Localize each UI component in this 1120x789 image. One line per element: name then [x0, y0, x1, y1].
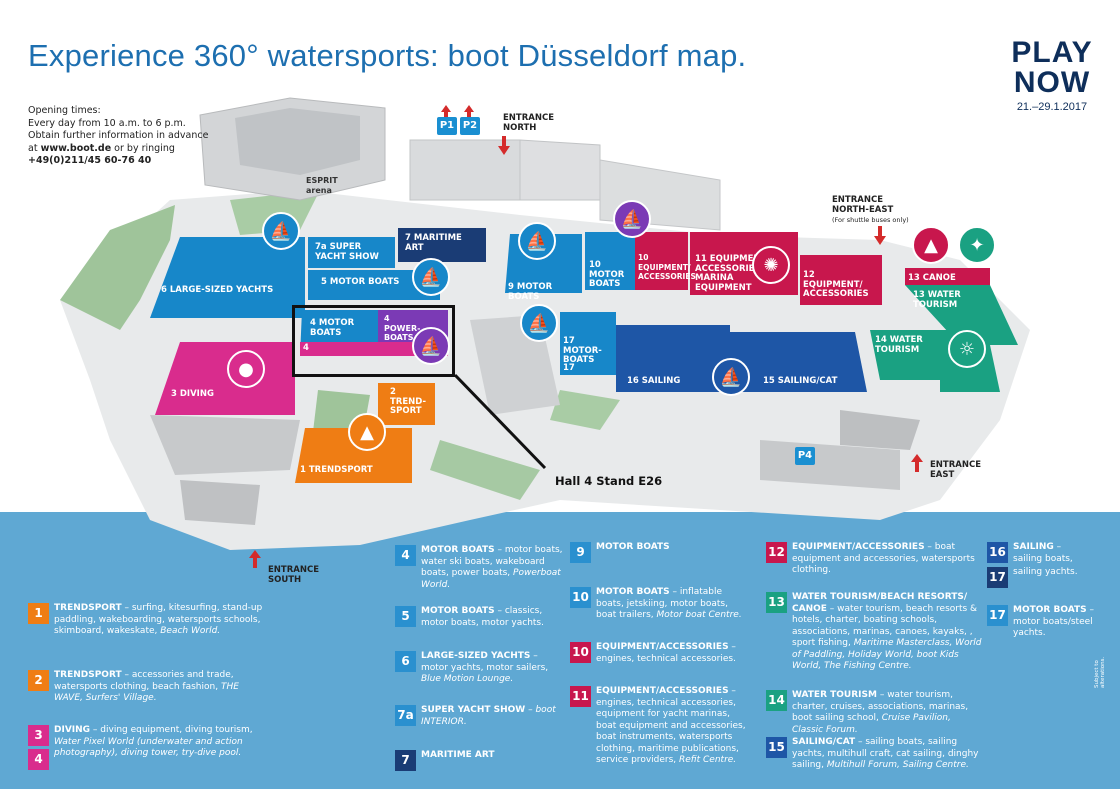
hall-16 — [616, 325, 730, 392]
hall-17 — [560, 312, 616, 375]
hall-12 — [800, 255, 882, 305]
motorboat-icon-hall17: ⛵ — [520, 304, 558, 342]
hall-3-label: 3 DIVING — [171, 389, 214, 399]
legend-item-7: 7 MARITIME ART — [395, 750, 565, 772]
hall-17-label: 17 MOTOR-BOATS — [563, 336, 602, 365]
hall-13-tourism-label: 13 WATER TOURISM — [913, 290, 961, 310]
hall-6-label: 6 LARGE-SIZED YACHTS — [161, 285, 274, 295]
hall-15 — [730, 332, 867, 392]
surfer-icon: ▲ — [348, 413, 386, 451]
hall-4-diving-label: 4 — [303, 343, 309, 353]
legend-item-2: 2 TRENDSPORT – accessories and trade, wa… — [28, 670, 268, 710]
hall-16-label: 16 SAILING — [627, 376, 681, 386]
legend-item-10b: 10 EQUIPMENT/ACCESSORIES – engines, tech… — [570, 642, 750, 672]
yacht-icon: ⛵ — [262, 212, 300, 250]
legend-item-13: 13 WATER TOURISM/BEACH RESORTS/ CANOE – … — [766, 592, 982, 682]
kayak-icon: ▲ — [912, 226, 950, 264]
legend-item-6: 6 LARGE-SIZED YACHTS – motor yachts, mot… — [395, 651, 565, 691]
opening-times: Every day from 10 a.m. to 6 p.m. — [28, 117, 186, 129]
entrance-south-label: ENTRANCE SOUTH — [268, 565, 319, 585]
stand-callout: Hall 4 Stand E26 — [555, 474, 663, 488]
legend-item-16: 16 SAILING – sailing boats, — [987, 542, 1097, 564]
hall-1-label: 1 TRENDSPORT — [300, 465, 373, 475]
opening-times-heading: Opening times: — [28, 105, 101, 116]
hall-17-number: 17 — [563, 363, 575, 373]
hall-5 — [308, 270, 440, 300]
hall-7 — [398, 228, 486, 262]
hall-2-label: 2 TREND-SPORT — [390, 387, 427, 416]
hall-10-motorboats-label: 10 MOTOR BOATS — [589, 260, 625, 289]
hall-10-equipment-label: 10 EQUIPMENT/ ACCESSORIES — [638, 253, 696, 281]
sailboat-icon: ⛵ — [712, 358, 750, 396]
hall-13-canoe — [905, 268, 990, 285]
brand-logo: PLAY NOW 21.–29.1.2017 — [1002, 36, 1102, 114]
hall-15-label: 15 SAILING/CAT — [763, 376, 838, 386]
legend-item-11: 11 EQUIPMENT/ACCESSORIES – engines, tech… — [570, 686, 750, 776]
legend-item-15: 15 SAILING/CAT – sailing boats, sailing … — [766, 737, 981, 777]
hall-9-label: 9 MOTOR BOATS — [508, 282, 553, 302]
parking-p2-icon: P2 — [460, 117, 480, 135]
legend-item-16-17: 17 sailing yachts. — [987, 567, 1097, 589]
parking-p4-icon: P4 — [795, 447, 815, 465]
website-link[interactable]: www.boot.de — [40, 142, 112, 154]
legend-item-12: 12 EQUIPMENT/ACCESSORIES – boat equipmen… — [766, 542, 976, 582]
motorboat-icon-hall9: ⛵ — [518, 222, 556, 260]
legend-item-10: 10 MOTOR BOATS – inflatable boats, jetsk… — [570, 587, 750, 627]
legend-item-17: 17 MOTOR BOATS – motor boats/steel yacht… — [987, 605, 1097, 645]
red-arrows — [249, 105, 923, 568]
hall-4-powerboats-label: 4 POWER-BOATS — [384, 314, 421, 342]
hall-2 — [378, 383, 435, 425]
parking-p1-icon: P1 — [437, 117, 457, 135]
jetski-icon: ⛵ — [613, 200, 651, 238]
opening-info: Opening times: Every day from 10 a.m. to… — [28, 105, 278, 168]
hall-7-label: 7 MARITIME ART — [405, 233, 462, 253]
highlight-box-hall-4 — [292, 305, 455, 377]
hall-13-tourism — [905, 285, 1018, 345]
legend-item-1: 1 TRENDSPORT – surfing, kitesurfing, sta… — [28, 603, 268, 658]
hall-7a — [308, 237, 395, 268]
diver-icon: ● — [227, 350, 265, 388]
hall-10-motorboats — [585, 232, 635, 290]
entrance-north-label: ENTRANCE NORTH — [503, 113, 554, 133]
motorboat-icon: ⛵ — [412, 258, 450, 296]
event-dates: 21.–29.1.2017 — [1016, 101, 1088, 113]
legend-item-3-4: 3 4 DIVING – diving equipment, diving to… — [28, 725, 278, 770]
hall-7a-label: 7a SUPER YACHT SHOW — [315, 242, 379, 262]
hall-4-label: 4 MOTOR BOATS — [310, 318, 355, 338]
entrance-north-east-label: ENTRANCE NORTH-EAST (For shuttle buses o… — [832, 195, 909, 224]
hall-12-label: 12 EQUIPMENT/ ACCESSORIES — [803, 270, 869, 299]
disclaimer: Subject to alterations. — [1094, 656, 1106, 688]
hall-11-label: 11 EQUIPMENT/ ACCESSORIES MARINA EQUIPME… — [695, 254, 770, 293]
legend-item-14: 14 WATER TOURISM – water tourism, charte… — [766, 690, 981, 735]
hall-5-label: 5 MOTOR BOATS — [321, 277, 400, 287]
phone-number: +49(0)211/45 60-76 40 — [28, 155, 152, 166]
entrance-east-label: ENTRANCE EAST — [930, 460, 981, 480]
fish-icon: ✦ — [958, 226, 996, 264]
hall-14-label: 14 WATER TOURISM — [875, 335, 923, 355]
hall-13-canoe-label: 13 CANOE — [908, 273, 956, 283]
info-link-line: at www.boot.de or by ringing — [28, 142, 175, 154]
legend-item-7a: 7a SUPER YACHT SHOW – boot INTERIOR. — [395, 705, 565, 735]
powerboat-icon: ⛵ — [412, 327, 450, 365]
legend-item-4: 4 MOTOR BOATS – motor boats, water ski b… — [395, 545, 565, 595]
brand-line-1: PLAY — [1011, 36, 1093, 69]
legend-item-9: 9 MOTOR BOATS — [570, 542, 750, 564]
legend-item-5: 5 MOTOR BOATS – classics, motor boats, m… — [395, 606, 565, 636]
info-line: Obtain further information in advance — [28, 130, 209, 141]
page-title: Experience 360° watersports: boot Düssel… — [28, 38, 747, 73]
propeller-icon: ✺ — [752, 246, 790, 284]
brand-line-2: NOW — [1013, 66, 1091, 99]
hall-10-equipment — [635, 232, 688, 290]
hall-6 — [150, 237, 305, 318]
sun-icon: ☼ — [948, 330, 986, 368]
